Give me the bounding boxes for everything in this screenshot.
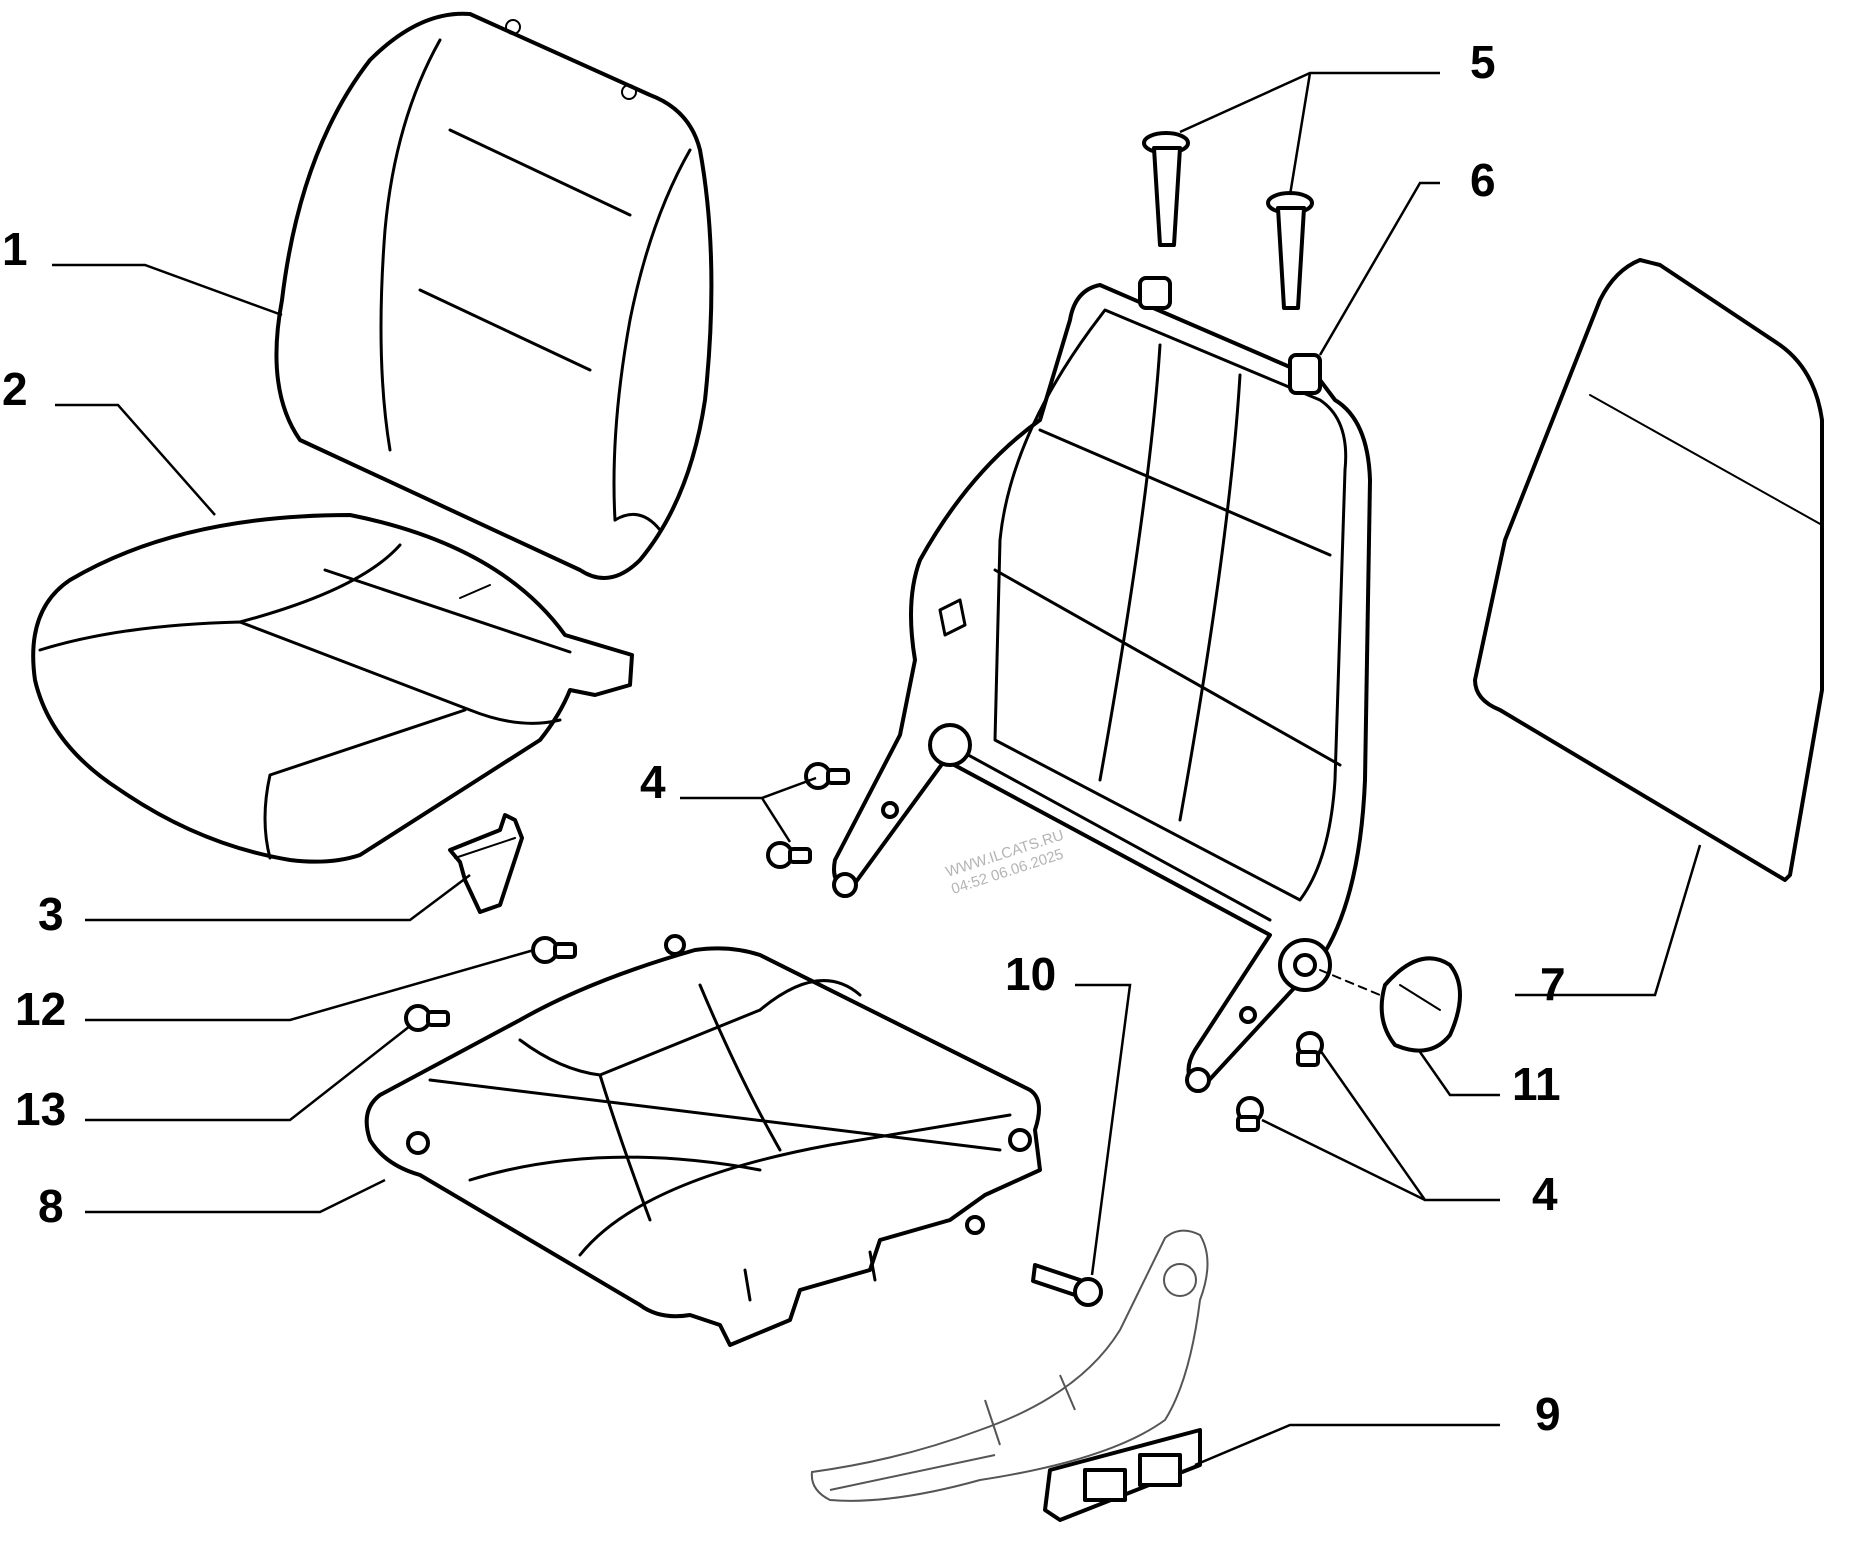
seat-back-cushion [274, 11, 714, 580]
callout-3: 3 [38, 888, 64, 940]
bracket-part-3 [448, 813, 524, 914]
callout-10: 10 [1005, 948, 1056, 1000]
callout-8: 8 [38, 1180, 64, 1232]
callout-11: 11 [1512, 1058, 1561, 1110]
callout-7: 7 [1540, 958, 1566, 1010]
recliner-knob [1319, 956, 1462, 1053]
bolt-part-4-upper-left [804, 762, 850, 790]
callout-12: 12 [15, 983, 66, 1035]
watermark: WWW.ILCATS.RU 04:52 06.06.2025 [944, 827, 1066, 898]
leader-lines [52, 71, 1702, 1467]
trim-clip-part-9 [1043, 1428, 1202, 1522]
seat-back-frame [832, 276, 1372, 1093]
callout-4-right: 4 [1532, 1168, 1558, 1220]
callout-5: 5 [1470, 36, 1496, 88]
screw-part-13 [404, 1004, 450, 1032]
callout-1: 1 [2, 223, 28, 275]
bolt-part-4-lower-left [766, 841, 812, 869]
callout-9: 9 [1535, 1388, 1561, 1440]
bolt-part-4-upper-right [1296, 1031, 1324, 1067]
bolt-part-10 [1031, 1263, 1103, 1307]
bolt-part-4-lower-right [1236, 1096, 1264, 1132]
headrest-pin-right [1266, 191, 1314, 310]
callout-6: 6 [1470, 154, 1496, 206]
seat-back-panel [1473, 258, 1824, 882]
side-trim-cover [810, 1229, 1209, 1502]
headrest-pin-left [1142, 131, 1190, 247]
callout-2: 2 [2, 363, 28, 415]
callout-13: 13 [15, 1083, 66, 1135]
screw-part-12 [531, 936, 577, 964]
seat-base-frame [364, 934, 1042, 1347]
seat-cushion [31, 513, 634, 864]
callout-4-left: 4 [640, 756, 666, 808]
